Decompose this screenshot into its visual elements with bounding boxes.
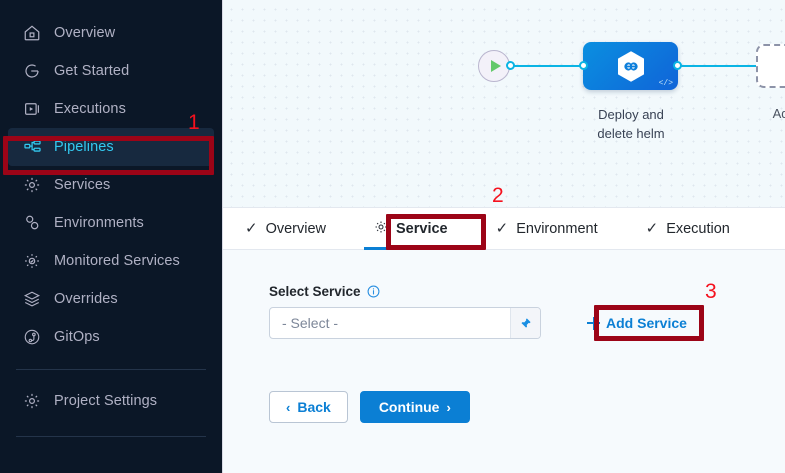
- check-icon: ✓: [645, 220, 659, 237]
- stage-label-line1: Deploy and: [598, 107, 664, 122]
- sidebar-item-label: Executions: [54, 101, 126, 117]
- monitored-gear-icon: [22, 251, 42, 271]
- sidebar: Overview Get Started Executions: [0, 0, 223, 473]
- layers-icon: [22, 289, 42, 309]
- gear-icon: [374, 220, 388, 237]
- connector-dot-stage-right: [673, 61, 682, 70]
- continue-button[interactable]: Continue ›: [359, 391, 470, 423]
- add-service-label: Add Service: [606, 315, 687, 331]
- sidebar-item-label: Overrides: [54, 291, 118, 307]
- sidebar-item-label: Environments: [54, 215, 144, 231]
- tab-label: Service: [396, 220, 448, 237]
- sidebar-item-pipelines[interactable]: Pipelines: [8, 128, 214, 166]
- sidebar-item-executions[interactable]: Executions: [8, 90, 214, 128]
- select-service-label: Select Service: [269, 284, 785, 299]
- tab-overview[interactable]: ✓ Overview: [245, 207, 326, 250]
- settings-gear-icon: [22, 391, 42, 411]
- select-service-row: - Select - Add Service: [269, 307, 785, 339]
- sidebar-item-overrides[interactable]: Overrides: [8, 280, 214, 318]
- sidebar-item-get-started[interactable]: Get Started: [8, 52, 214, 90]
- code-badge-icon: </>: [658, 79, 673, 88]
- stage-label-line2: delete helm: [597, 126, 665, 141]
- tab-environment[interactable]: ✓ Environment: [496, 207, 598, 250]
- play-box-icon: [22, 99, 42, 119]
- connector-start-to-stage: [508, 65, 586, 67]
- sidebar-item-gitops[interactable]: GitOps: [8, 318, 214, 356]
- tab-execution[interactable]: ✓ Execution: [646, 207, 730, 250]
- connector-dot-start: [506, 61, 515, 70]
- main-panel: </> Deploy and delete helm Add Stage ✓ O…: [223, 0, 785, 473]
- sidebar-item-monitored-services[interactable]: Monitored Services: [8, 242, 214, 280]
- sidebar-item-label: Get Started: [54, 63, 130, 79]
- stage-tabbar: ✓ Overview Service ✓ Environment ✓ Execu…: [223, 207, 785, 250]
- pipeline-canvas[interactable]: </> Deploy and delete helm Add Stage: [223, 0, 785, 207]
- back-button[interactable]: ‹ Back: [269, 391, 348, 423]
- add-stage-node[interactable]: [756, 44, 785, 88]
- sidebar-item-services[interactable]: Services: [8, 166, 214, 204]
- chevron-left-icon: ‹: [286, 399, 291, 415]
- plus-icon: [587, 316, 600, 330]
- environments-icon: [22, 213, 42, 233]
- sidebar-item-label: Overview: [54, 25, 116, 41]
- gitops-icon: [22, 327, 42, 347]
- select-service-label-text: Select Service: [269, 284, 361, 299]
- tab-label: Environment: [516, 220, 598, 237]
- check-icon: ✓: [245, 220, 258, 237]
- stage-node-deploy-and-delete-helm[interactable]: </>: [583, 42, 678, 90]
- chevron-right-icon: ›: [446, 399, 451, 415]
- sidebar-item-project-settings[interactable]: Project Settings: [8, 382, 214, 420]
- tab-label: Overview: [265, 220, 327, 237]
- select-service-dropdown[interactable]: - Select -: [269, 307, 541, 339]
- form-button-row: ‹ Back Continue ›: [269, 391, 785, 423]
- sidebar-divider: [16, 369, 206, 370]
- sidebar-item-label: GitOps: [54, 329, 100, 345]
- tab-label: Execution: [666, 220, 730, 237]
- play-icon: [490, 60, 501, 72]
- sidebar-item-label: Pipelines: [54, 139, 114, 155]
- rocket-circle-icon: [22, 61, 42, 81]
- add-stage-label: Add Stage: [772, 106, 785, 121]
- sidebar-item-label: Services: [54, 177, 111, 193]
- home-icon: [22, 23, 42, 43]
- stage-node-label: Deploy and delete helm: [568, 105, 694, 143]
- check-icon: ✓: [495, 220, 509, 237]
- tab-service[interactable]: Service: [364, 207, 458, 250]
- hexagon-link-icon: [616, 50, 646, 83]
- sidebar-item-overview[interactable]: Overview: [8, 14, 214, 52]
- back-button-label: Back: [297, 399, 331, 415]
- connector-dot-stage-left: [579, 61, 588, 70]
- pipelines-icon: [22, 137, 42, 157]
- connector-stage-to-add: [675, 65, 759, 67]
- pin-icon[interactable]: [510, 308, 540, 338]
- continue-button-label: Continue: [378, 399, 440, 415]
- sidebar-divider-bottom: [16, 436, 206, 437]
- sidebar-item-environments[interactable]: Environments: [8, 204, 214, 242]
- select-service-value: - Select -: [282, 315, 339, 331]
- info-icon[interactable]: [367, 285, 380, 298]
- add-service-link[interactable]: Add Service: [587, 307, 687, 339]
- gear-icon: [22, 175, 42, 195]
- service-form: Select Service - Select -: [223, 250, 785, 473]
- sidebar-item-label: Project Settings: [54, 393, 158, 409]
- sidebar-item-label: Monitored Services: [54, 253, 180, 269]
